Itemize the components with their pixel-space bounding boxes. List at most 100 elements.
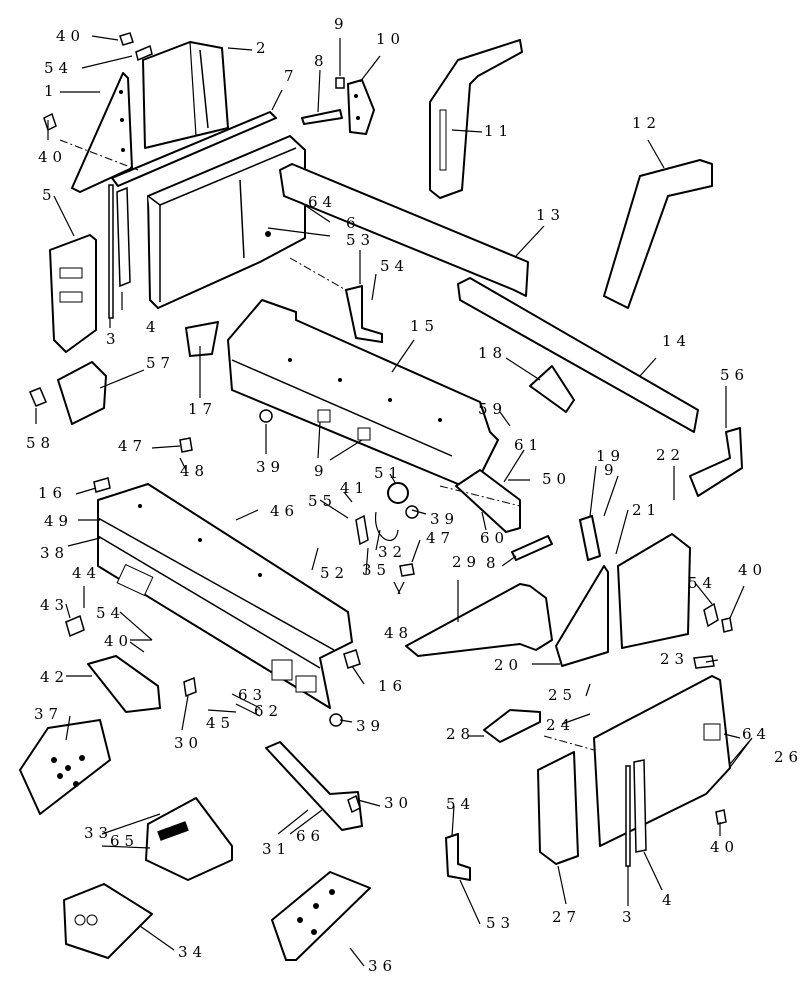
callout-47: 47: [118, 437, 148, 455]
part-screw-40-top: [119, 32, 134, 46]
part-wedge-17: [185, 321, 219, 357]
callout-19: 19: [596, 447, 626, 465]
callout-14: 14: [662, 332, 692, 350]
part-bracket-50: [455, 469, 521, 533]
callout-34: 34: [178, 943, 208, 961]
part-panel-27: [537, 751, 579, 865]
callout-20: 20: [494, 656, 524, 674]
part-rail-14: [457, 277, 699, 433]
part-hinge-23: [693, 655, 715, 669]
callout-54-c: 54: [96, 604, 126, 622]
callout-40: 40: [56, 27, 86, 45]
callout-50: 50: [542, 470, 572, 488]
callout-32: 32: [378, 543, 408, 561]
callout-36: 36: [368, 957, 398, 975]
part-clip-30-right: [347, 794, 361, 814]
part-bracket-10: [347, 79, 375, 135]
callout-3: 3: [106, 330, 121, 348]
callout-35: 35: [362, 561, 392, 579]
callout-66: 66: [296, 827, 326, 845]
callout-15: 15: [410, 317, 440, 335]
part-plate-57: [57, 361, 107, 425]
part-guard-37: [19, 719, 111, 815]
callout-4-b: 4: [662, 891, 677, 909]
part-nut-39-mid: [259, 409, 273, 423]
callout-61: 61: [514, 436, 544, 454]
callout-25: 25: [548, 686, 578, 704]
callout-2: 2: [256, 39, 271, 57]
part-hardware-group: [355, 482, 419, 546]
callout-17: 17: [188, 400, 218, 418]
part-clip-16-mid: [343, 649, 361, 669]
part-side-plate-1: [71, 72, 133, 193]
callout-31: 31: [262, 840, 292, 858]
part-strip-7: [111, 111, 277, 187]
part-hardware-48-47: [399, 563, 415, 577]
callout-58: 58: [26, 434, 56, 452]
callout-49: 49: [44, 512, 74, 530]
callout-55: 55: [308, 492, 338, 510]
callout-54-b: 54: [380, 257, 410, 275]
part-clip-47-left: [179, 437, 193, 453]
part-bracket-56: [689, 427, 743, 497]
part-bracket-53-top: [345, 285, 383, 343]
callout-52: 52: [320, 564, 350, 582]
callout-63: 63: [238, 686, 268, 704]
callout-40-e: 40: [710, 838, 740, 856]
callout-8: 8: [314, 52, 329, 70]
callout-54: 54: [44, 59, 74, 77]
callout-54-d: 54: [688, 574, 718, 592]
part-bracket-19: [579, 515, 601, 561]
callout-48: 48: [180, 462, 210, 480]
callout-26: 26: [774, 748, 804, 766]
part-enclosure-right: [593, 675, 731, 847]
part-handle-8-top: [301, 109, 343, 125]
callout-4: 4: [146, 318, 161, 336]
callout-29: 29: [452, 553, 482, 571]
callout-37: 37: [34, 705, 64, 723]
callout-59: 59: [478, 400, 508, 418]
callout-39-b: 39: [430, 510, 460, 528]
part-bracket-28: [483, 709, 541, 743]
callout-9-c: 9: [604, 461, 619, 479]
callout-24: 24: [546, 716, 576, 734]
callout-39: 39: [256, 458, 286, 476]
callout-65: 65: [110, 832, 140, 850]
part-bracket-12: [603, 159, 713, 309]
callout-8-b: 8: [486, 554, 501, 572]
part-knob-40-left: [43, 112, 57, 132]
callout-33: 33: [84, 824, 114, 842]
callout-56: 56: [720, 366, 750, 384]
assembly-lines: [59, 139, 595, 751]
part-knob-40-bottom: [715, 809, 727, 825]
part-clip-30-left: [183, 676, 197, 698]
part-enclosure: [147, 135, 306, 309]
callout-48-b: 48: [384, 624, 414, 642]
part-frame-15: [227, 299, 499, 485]
callout-64-b: 64: [742, 725, 772, 743]
callout-53: 53: [346, 231, 376, 249]
callout-12: 12: [632, 114, 662, 132]
callout-60: 60: [480, 529, 510, 547]
callout-16: 16: [38, 484, 68, 502]
callout-53-b: 53: [486, 914, 516, 932]
callout-30: 30: [174, 734, 204, 752]
part-panel-22: [617, 533, 691, 649]
callout-64: 64: [308, 193, 338, 211]
callout-40-c: 40: [738, 561, 768, 579]
part-clip-54-top: [135, 44, 153, 62]
callout-22: 22: [656, 446, 686, 464]
callout-21: 21: [632, 501, 662, 519]
part-strip-4-left: [116, 186, 131, 288]
part-nut-9-top: [335, 77, 345, 89]
part-strip-3-right: [625, 765, 631, 867]
part-bracket-5: [49, 234, 97, 353]
callout-43: 43: [40, 596, 70, 614]
callout-6: 6: [346, 214, 361, 232]
part-knob-58: [29, 387, 47, 407]
callout-3-b: 3: [622, 908, 637, 926]
callout-9: 9: [334, 15, 349, 33]
callout-46: 46: [270, 502, 300, 520]
part-gusset-18: [529, 365, 575, 413]
